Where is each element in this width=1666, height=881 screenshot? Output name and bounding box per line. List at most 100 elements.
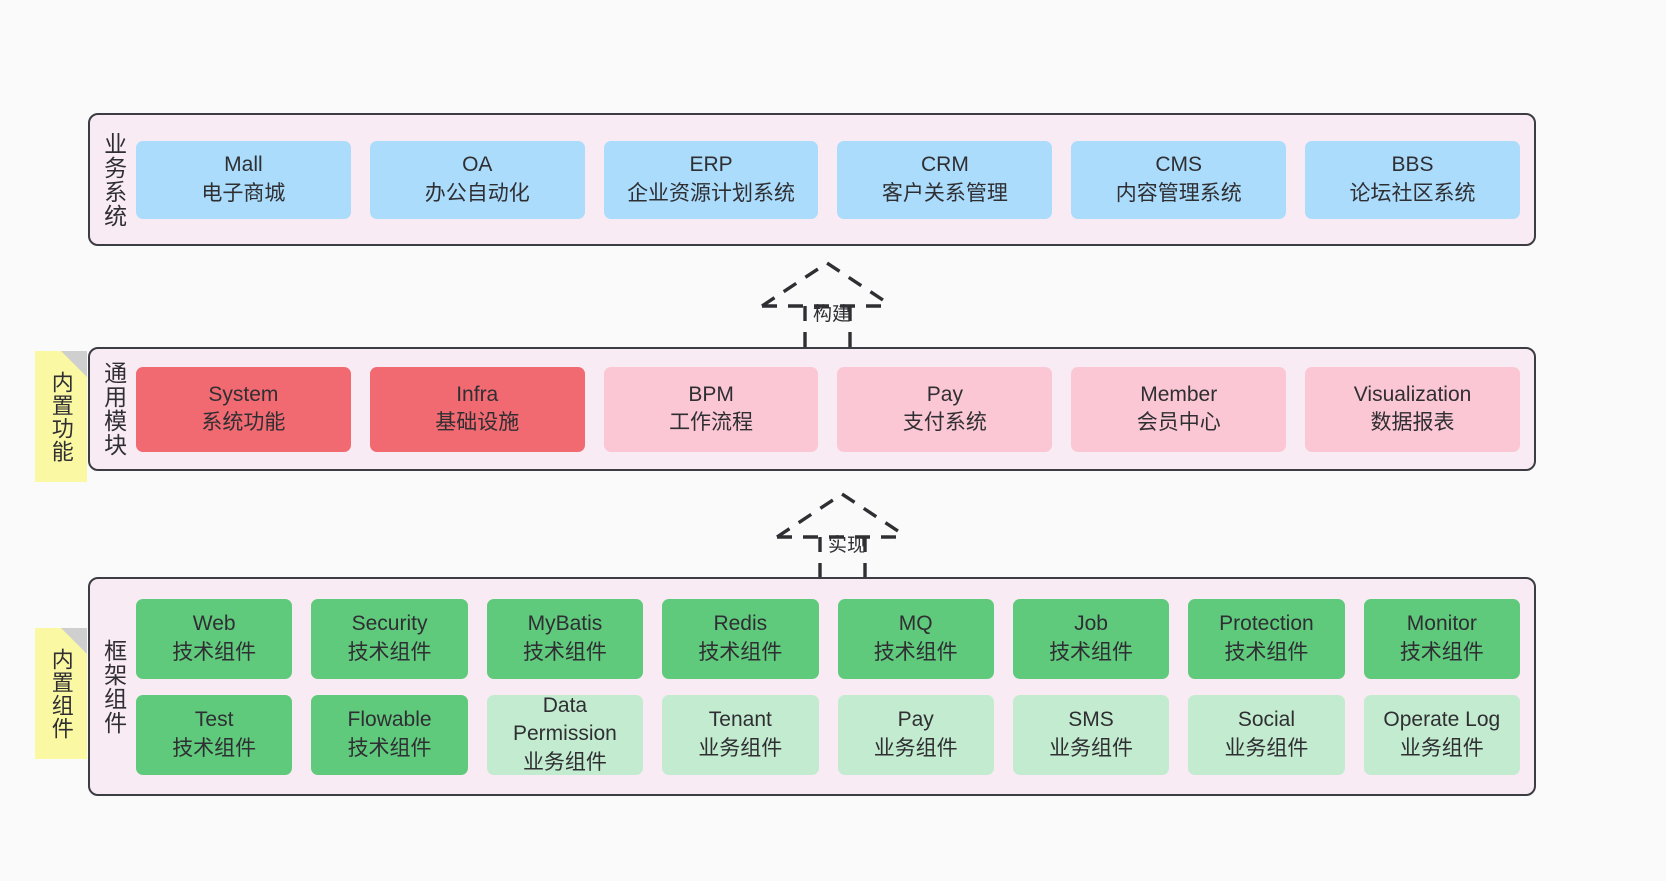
card-desc: 技术组件 (172, 736, 257, 760)
card-desc: 技术组件 (1224, 640, 1309, 664)
card-name: Operate Log (1383, 708, 1501, 732)
card-name: Mall (224, 153, 263, 177)
card-name: Protection (1219, 612, 1314, 636)
framework-card-data-permission[interactable]: Data Permission 业务组件 (486, 694, 644, 775)
card-name: MQ (898, 612, 933, 636)
business-card-crm[interactable]: CRM 客户关系管理 (837, 140, 1053, 219)
card-name: MyBatis (527, 612, 603, 636)
note-builtin-functions-label: 内置功能 (48, 370, 74, 463)
connector-implement: 实现 (772, 489, 922, 579)
card-desc: 支付系统 (902, 411, 987, 434)
connector-build-label: 构建 (813, 304, 852, 325)
card-name: Security (351, 612, 428, 636)
note-fold-corner-icon (61, 351, 87, 377)
card-desc: 基础设施 (435, 411, 520, 434)
card-desc: 内容管理系统 (1115, 181, 1242, 205)
layer-title-framework: 框架组件 (100, 638, 127, 735)
card-name: CRM (920, 153, 969, 177)
module-card-pay[interactable]: Pay 支付系统 (837, 366, 1053, 452)
card-name: Flowable (347, 708, 432, 732)
card-desc: 技术组件 (1399, 640, 1484, 664)
module-card-infra[interactable]: Infra 基础设施 (369, 366, 585, 452)
framework-card-sms[interactable]: SMS 业务组件 (1012, 694, 1170, 775)
framework-card-job[interactable]: Job 技术组件 (1012, 598, 1170, 679)
connector-build: 构建 (757, 258, 907, 348)
card-name: Redis (713, 612, 768, 636)
layer-title-business: 业务系统 (100, 131, 127, 228)
note-builtin-components: 内置组件 (35, 628, 87, 759)
framework-card-protection[interactable]: Protection 技术组件 (1188, 598, 1345, 679)
framework-card-social[interactable]: Social 业务组件 (1188, 694, 1345, 775)
card-name: Web (192, 612, 236, 636)
framework-card-security[interactable]: Security 技术组件 (311, 598, 468, 679)
card-desc: 技术组件 (522, 640, 607, 664)
card-desc: 客户关系管理 (881, 181, 1008, 205)
card-desc: 技术组件 (698, 640, 783, 664)
card-name: Test (194, 708, 234, 732)
card-desc: 业务组件 (698, 736, 783, 760)
module-card-bpm[interactable]: BPM 工作流程 (603, 366, 819, 452)
card-desc: 业务组件 (1224, 736, 1309, 760)
card-name: Visualization (1353, 382, 1472, 406)
framework-card-mybatis[interactable]: MyBatis 技术组件 (486, 598, 644, 679)
connector-implement-label: 实现 (828, 535, 867, 556)
card-desc: 电子商城 (201, 181, 286, 205)
framework-card-flowable[interactable]: Flowable 技术组件 (311, 694, 468, 775)
card-desc: 业务组件 (873, 736, 958, 760)
business-card-mall[interactable]: Mall 电子商城 (136, 140, 351, 219)
framework-card-test[interactable]: Test 技术组件 (136, 694, 293, 775)
card-name: Social (1237, 708, 1296, 732)
card-desc: 技术组件 (347, 640, 432, 664)
note-builtin-components-label: 内置组件 (48, 647, 74, 740)
card-desc: 技术组件 (347, 736, 432, 760)
card-name: Infra (456, 382, 499, 406)
module-card-system[interactable]: System 系统功能 (136, 366, 351, 452)
card-name: Job (1074, 612, 1108, 636)
card-name: Data Permission (513, 694, 617, 746)
card-name: CMS (1155, 153, 1203, 177)
card-desc: 技术组件 (1049, 640, 1134, 664)
business-card-cms[interactable]: CMS 内容管理系统 (1071, 140, 1287, 219)
card-name: OA (462, 153, 493, 177)
card-desc: 业务组件 (522, 750, 607, 774)
card-desc: 企业资源计划系统 (627, 181, 796, 205)
card-name: System (208, 382, 279, 406)
framework-card-redis[interactable]: Redis 技术组件 (662, 598, 819, 679)
card-name: Monitor (1406, 612, 1477, 636)
card-name: BPM (688, 382, 734, 406)
module-card-visualization[interactable]: Visualization 数据报表 (1305, 366, 1520, 452)
framework-card-monitor[interactable]: Monitor 技术组件 (1363, 598, 1520, 679)
card-desc: 论坛社区系统 (1349, 181, 1476, 205)
note-fold-corner-icon (61, 628, 87, 654)
card-desc: 技术组件 (873, 640, 958, 664)
card-desc: 系统功能 (201, 411, 286, 434)
framework-card-pay[interactable]: Pay 业务组件 (837, 694, 994, 775)
card-name: Pay (926, 382, 963, 406)
business-card-erp[interactable]: ERP 企业资源计划系统 (603, 140, 819, 219)
note-builtin-functions: 内置功能 (35, 351, 87, 482)
card-desc: 业务组件 (1049, 736, 1134, 760)
card-name: ERP (689, 153, 733, 177)
card-name: Pay (897, 708, 934, 732)
card-desc: 工作流程 (669, 411, 754, 434)
card-name: SMS (1068, 708, 1114, 732)
framework-card-mq[interactable]: MQ 技术组件 (837, 598, 994, 679)
card-desc: 数据报表 (1370, 411, 1455, 434)
